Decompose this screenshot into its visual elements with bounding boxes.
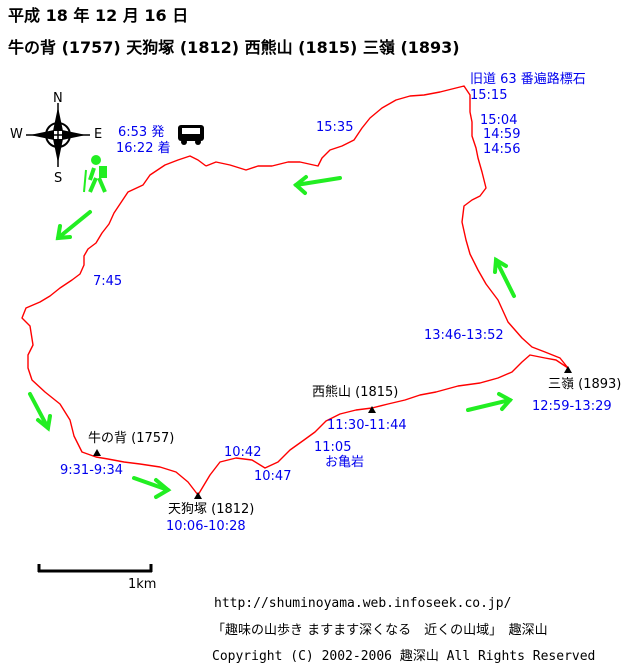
scale-bar [37,564,153,573]
peak-marker-ushinose [93,449,101,456]
peak-sanrei-label: 三嶺 (1893) [548,377,622,392]
footer-slogan: 「趣味の山歩き ますます深くなる 近くの山域」 趣深山 [212,623,548,638]
peak-marker-tengu [194,492,202,499]
time-1259: 12:59-13:29 [532,399,612,414]
time-1047: 10:47 [254,469,292,484]
peaks-title: 牛の背 (1757) 天狗塚 (1812) 西熊山 (1815) 三嶺 (189… [8,38,460,57]
car-depart-time: 6:53 発 [118,125,165,140]
direction-arrows [28,175,516,499]
car-arrive-time: 16:22 着 [116,141,171,156]
time-1504: 15:04 [480,113,518,128]
route-line [21,85,569,496]
time-1346: 13:46-13:52 [424,328,504,343]
time-1130: 11:30-11:44 [327,418,407,433]
arrow-top-left [292,175,342,195]
time-1515: 15:15 [470,88,508,103]
compass-north: N [53,91,63,106]
scale-label: 1km [128,577,157,592]
compass-icon [26,103,90,167]
arrow-right-up [493,256,516,298]
arrow-bottom [132,476,172,499]
footer-url[interactable]: http://shuminoyama.web.infoseek.co.jp/ [214,596,512,611]
time-1459: 14:59 [483,127,521,142]
car-icon [178,125,204,145]
arrow-right [466,392,514,412]
compass-west: W [10,127,23,142]
compass-south: S [54,171,63,186]
time-745: 7:45 [93,274,123,289]
landmark-okame: お亀岩 [325,455,365,470]
time-1535: 15:35 [316,120,354,135]
junction-label: 旧道 63 番遍路標石 [470,72,586,87]
peak-marker-sanrei [564,366,572,373]
hike-date: 平成 18 年 12 月 16 日 [8,6,189,25]
time-1006: 10:06-10:28 [166,519,246,534]
peak-ushinose-label: 牛の背 (1757) [88,431,175,446]
arrow-left-down [28,392,52,432]
hiker-icon [83,155,107,193]
footer-copyright: Copyright (C) 2002-2006 趣深山 All Rights R… [212,649,596,664]
time-1042: 10:42 [224,445,262,460]
peak-tengu-label: 天狗塚 (1812) [168,502,255,517]
peak-marker-nishikuma [368,406,376,413]
arrow-left [55,210,92,241]
time-931: 9:31-9:34 [60,463,124,478]
compass-east: E [94,127,103,142]
peak-nishikuma-label: 西熊山 (1815) [312,385,399,400]
time-1456: 14:56 [483,142,521,157]
time-1105: 11:05 [314,440,352,455]
